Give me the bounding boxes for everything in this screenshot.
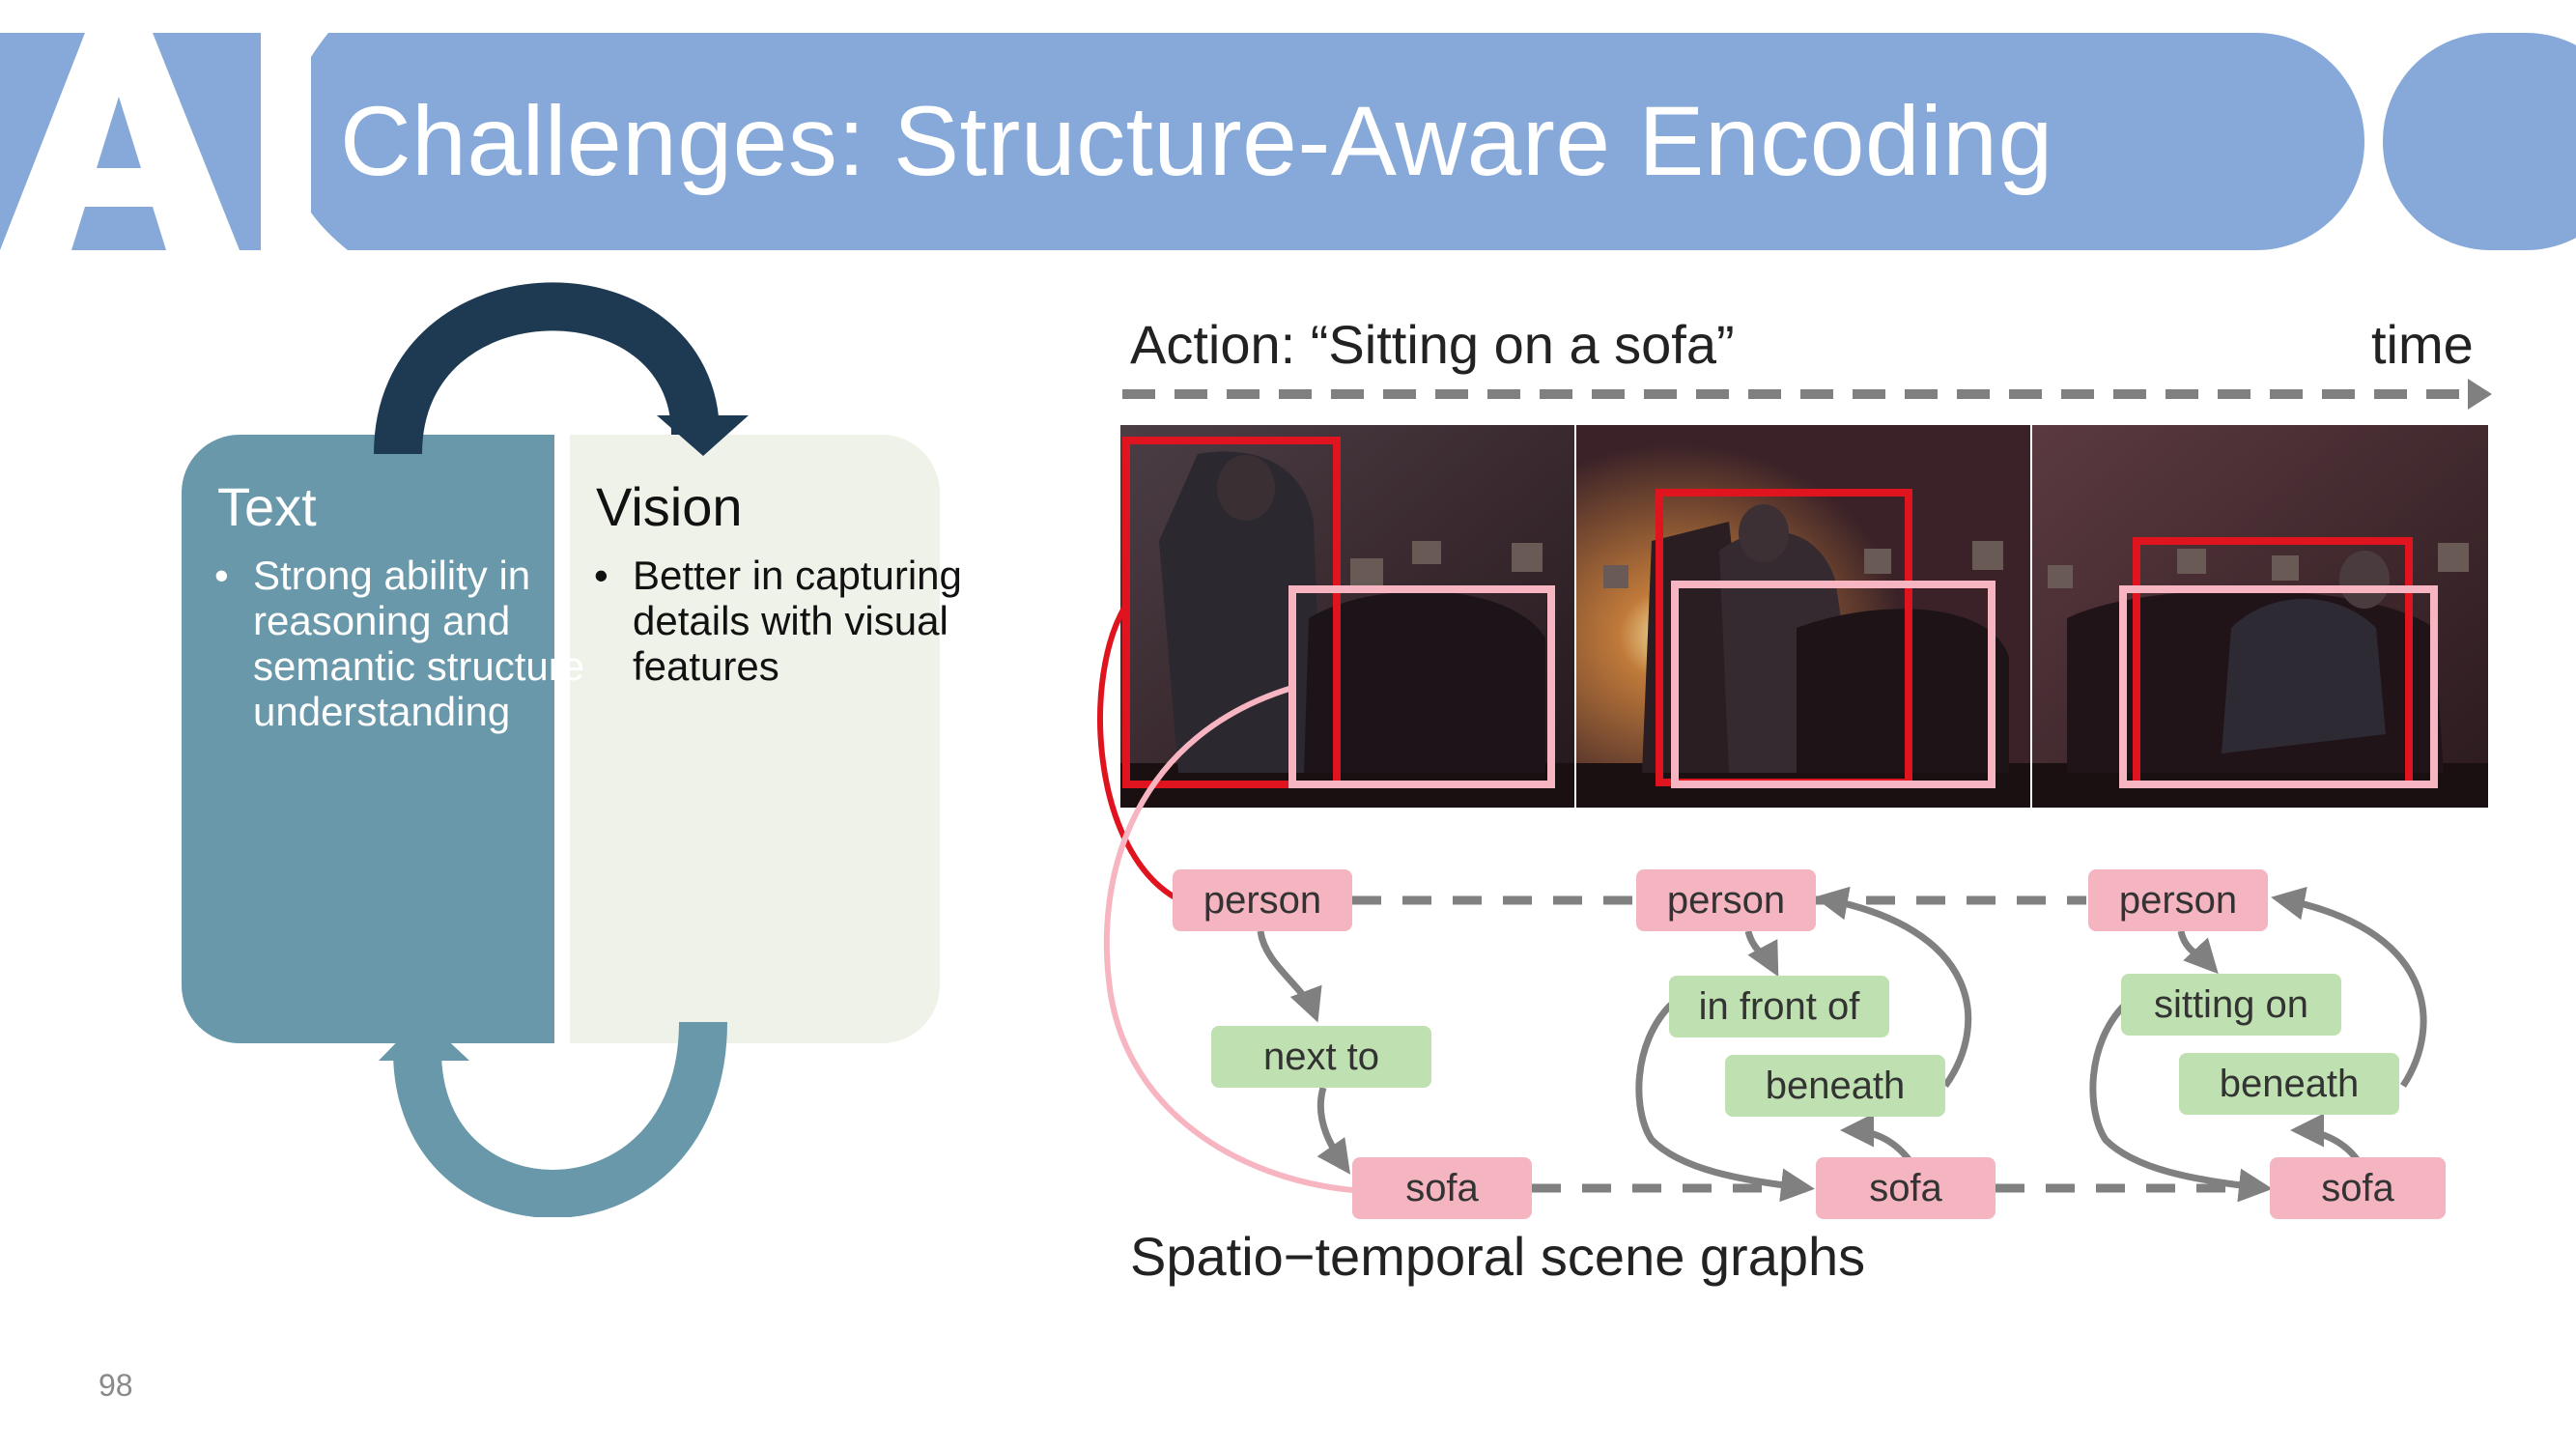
page-number: 98 [99,1368,133,1403]
graph-3-relation-node: sitting on [2121,974,2341,1036]
time-label: time [2371,314,2474,375]
vision-bullet-item: Better in capturing details with visual … [633,553,962,689]
sofa-grounding-curve [1103,685,1353,1193]
scene-graph-figure [1097,379,2492,1203]
text-panel [182,435,554,1043]
ai-logo: AI [0,33,348,250]
header-decoration [2383,33,2576,250]
video-frame-1 [1120,425,1574,808]
vision-heading: Vision [596,476,743,537]
text-vision-cycle-diagram [182,282,940,1217]
video-frame-3 [2032,425,2488,808]
text-heading: Text [217,476,317,537]
graph-2-object-node: sofa [1816,1157,1996,1219]
text-bullet-list: • Strong ability in reasoning and semant… [214,553,601,734]
page-title: Challenges: Structure-Aware Encoding [340,86,2053,196]
video-frame-2 [1576,425,2030,808]
person-grounding-curve [1097,603,1178,901]
graph-2-relation-node: beneath [1725,1055,1945,1117]
sofa-box-frame-3 [2119,585,2438,788]
bottom-cycle-arrow-icon [393,1021,727,1217]
sofa-box-frame-2 [1671,581,1996,788]
sofa-box-frame-1 [1288,585,1555,788]
graph-3-relation-node: beneath [2179,1053,2399,1115]
vision-bullet-list: • Better in capturing details with visua… [594,553,980,689]
vision-panel [570,435,940,1043]
text-bullet-item: Strong ability in reasoning and semantic… [253,553,585,734]
bullet-icon: • [214,553,229,598]
graph-3-person-node: person [2088,869,2268,931]
graph-2-person-node: person [1636,869,1816,931]
top-cycle-arrow-icon [374,282,720,455]
figure-caption: Spatio−temporal scene graphs [1130,1226,1866,1287]
graph-1-person-node: person [1173,869,1352,931]
header-band [0,33,2364,250]
graph-2-relation-node: in front of [1669,976,1889,1037]
person-box-frame-1 [1122,437,1341,788]
graph-1-relation-node: next to [1211,1026,1431,1088]
bullet-icon: • [594,553,609,598]
graph-3-object-node: sofa [2270,1157,2446,1219]
graph-1-object-node: sofa [1352,1157,1532,1219]
action-label: Action: “Sitting on a sofa” [1130,314,1735,375]
